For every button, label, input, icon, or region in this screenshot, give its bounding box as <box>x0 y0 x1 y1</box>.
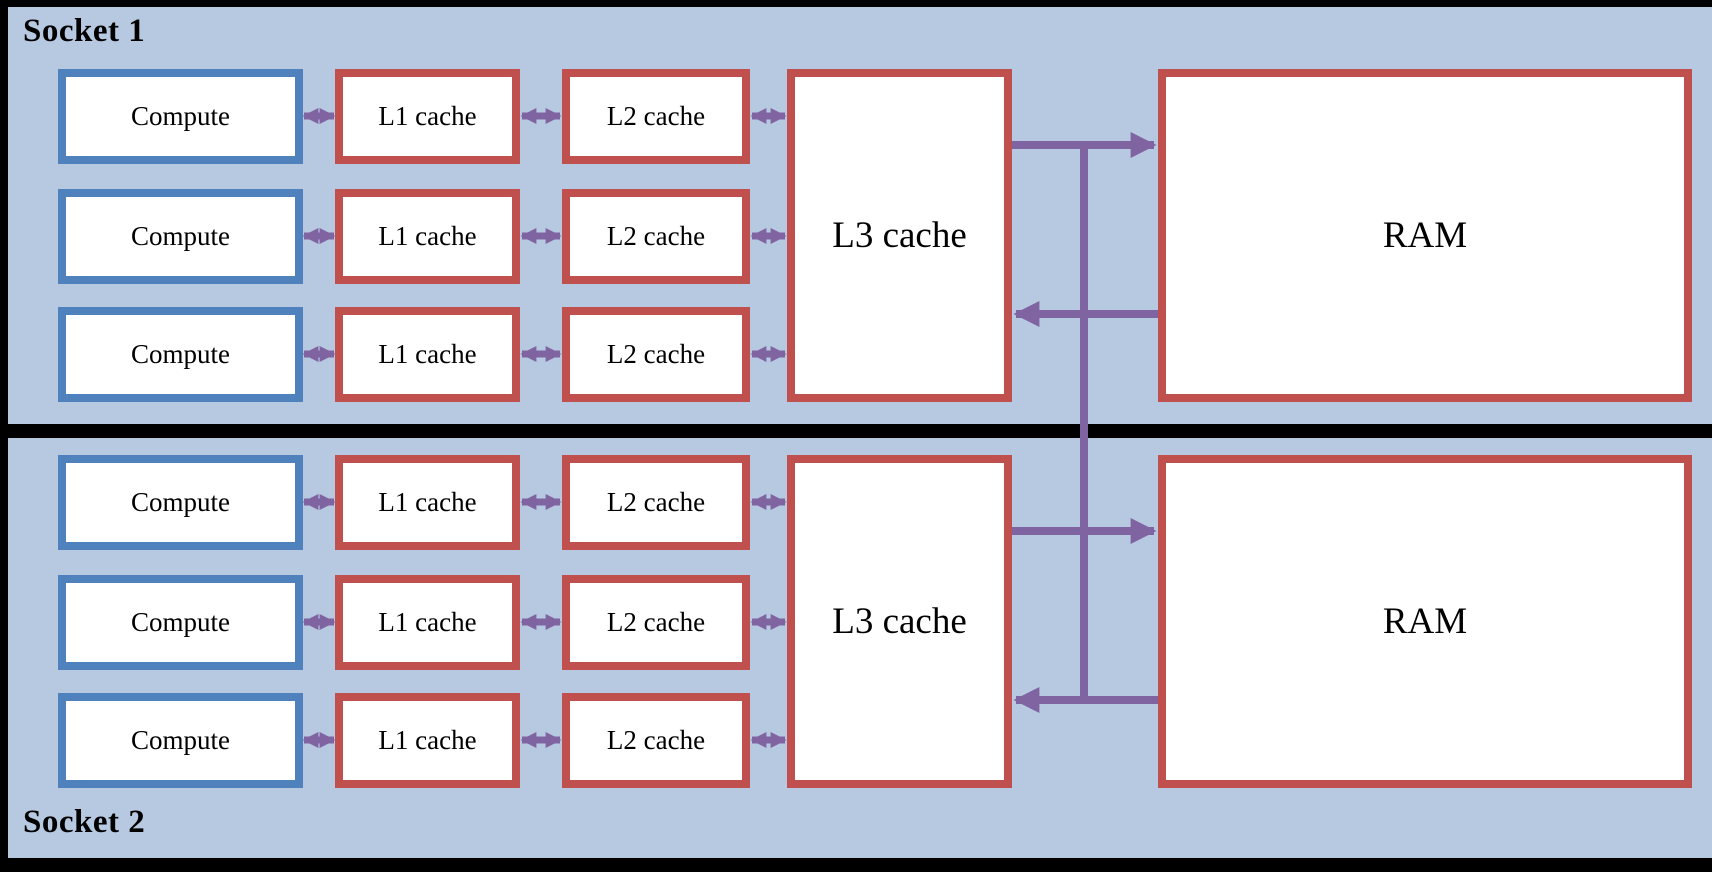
socket-1-core-3-l2-cache-box: L2 cache <box>562 307 750 402</box>
socket-2-core-1-l2-cache-box: L2 cache <box>562 455 750 550</box>
socket-2-label: Socket 2 <box>23 804 146 840</box>
socket-2-core-2-l1-cache-box: L1 cache <box>335 575 520 670</box>
socket-1-core-1-l2-cache-box: L2 cache <box>562 69 750 164</box>
socket-2-ram-box: RAM <box>1158 455 1692 788</box>
socket-2-core-2-l2-cache-box: L2 cache <box>562 575 750 670</box>
socket-2-core-3-l1-cache-box: L1 cache <box>335 693 520 788</box>
socket-1-core-3-l1-cache-box: L1 cache <box>335 307 520 402</box>
socket-1-ram-box: RAM <box>1158 69 1692 402</box>
socket-2-core-3-l2-cache-box: L2 cache <box>562 693 750 788</box>
socket-1-core-2-l1-cache-box: L1 cache <box>335 189 520 284</box>
socket-1-core-1-compute-box: Compute <box>58 69 303 164</box>
socket-1-core-2-compute-box: Compute <box>58 189 303 284</box>
socket-2-core-2-compute-box: Compute <box>58 575 303 670</box>
socket-1-label: Socket 1 <box>23 13 146 49</box>
socket-1-l3-cache-box: L3 cache <box>787 69 1012 402</box>
socket-2-l3-cache-box: L3 cache <box>787 455 1012 788</box>
socket-1-core-1-l1-cache-box: L1 cache <box>335 69 520 164</box>
socket-2-core-3-compute-box: Compute <box>58 693 303 788</box>
socket-1-core-2-l2-cache-box: L2 cache <box>562 189 750 284</box>
socket-1-core-3-compute-box: Compute <box>58 307 303 402</box>
socket-2-core-1-l1-cache-box: L1 cache <box>335 455 520 550</box>
socket-2-core-1-compute-box: Compute <box>58 455 303 550</box>
